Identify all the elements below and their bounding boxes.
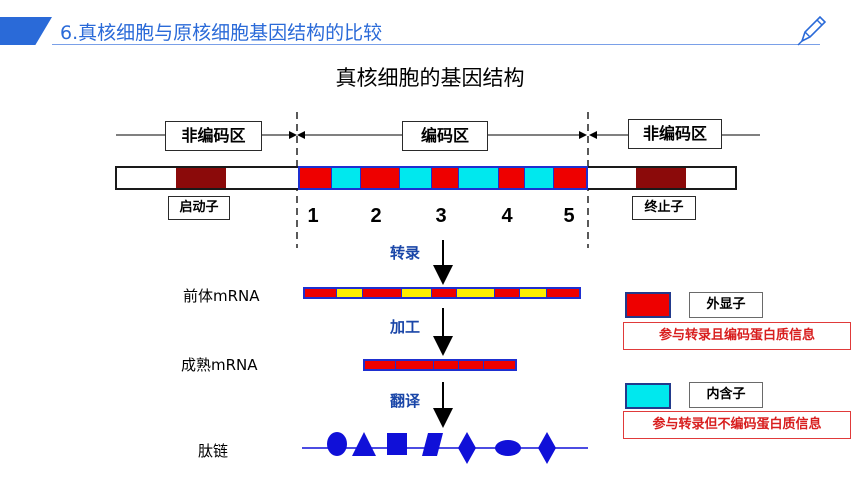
translation-label: 翻译 bbox=[390, 392, 421, 410]
intron-1 bbox=[332, 168, 361, 188]
exon-number-4: 4 bbox=[493, 203, 521, 229]
peptide-diamond bbox=[458, 432, 476, 464]
header-divider bbox=[52, 44, 820, 45]
mature-mrna-exon-2 bbox=[396, 361, 434, 369]
exon-2 bbox=[361, 168, 400, 188]
exon-4 bbox=[499, 168, 525, 188]
legend-exon-name: 外显子 bbox=[689, 292, 763, 318]
peptide-square bbox=[387, 433, 407, 455]
promoter-label: 启动子 bbox=[168, 196, 230, 220]
terminator-block bbox=[636, 168, 686, 188]
right-noncoding-label: 非编码区 bbox=[628, 119, 722, 149]
exon-number-5: 5 bbox=[555, 203, 583, 229]
peptide-label: 肽链 bbox=[198, 442, 229, 460]
pre-mrna-exon-2 bbox=[363, 289, 402, 297]
exon-number-2: 2 bbox=[362, 203, 390, 229]
pre-mrna-bar bbox=[303, 287, 581, 299]
coding-region-label: 编码区 bbox=[402, 121, 488, 151]
mature-mrna-exon-3 bbox=[434, 361, 459, 369]
pre-mrna-label: 前体mRNA bbox=[183, 287, 260, 305]
pre-mrna-exon-4 bbox=[495, 289, 520, 297]
exon-number-1: 1 bbox=[299, 203, 327, 229]
legend-intron-description: 参与转录但不编码蛋白质信息 bbox=[623, 411, 851, 439]
legend-intron-name: 内含子 bbox=[689, 382, 763, 408]
intron-2 bbox=[400, 168, 432, 188]
promoter-block bbox=[176, 168, 226, 188]
coding-segments bbox=[298, 166, 588, 190]
mature-mrna-label: 成熟mRNA bbox=[181, 356, 258, 374]
pre-mrna-exon-3 bbox=[432, 289, 457, 297]
exon-3 bbox=[432, 168, 459, 188]
left-noncoding-label: 非编码区 bbox=[165, 121, 262, 151]
pre-mrna-intron-4 bbox=[520, 289, 547, 297]
transcription-label: 转录 bbox=[390, 244, 421, 262]
peptide-triangle bbox=[352, 432, 376, 456]
peptide-parallelogram bbox=[422, 433, 443, 456]
legend-exon-swatch bbox=[625, 292, 671, 318]
legend-intron-swatch bbox=[625, 383, 671, 409]
pre-mrna-intron-1 bbox=[337, 289, 363, 297]
mature-mrna-exon-1 bbox=[365, 361, 396, 369]
peptide-circle bbox=[327, 432, 347, 456]
pre-mrna-exon-5 bbox=[547, 289, 579, 297]
pre-mrna-intron-3 bbox=[457, 289, 495, 297]
peptide-diamond-2 bbox=[538, 432, 556, 464]
mature-mrna-bar bbox=[363, 359, 517, 371]
mature-mrna-exon-5 bbox=[484, 361, 515, 369]
intron-4 bbox=[525, 168, 554, 188]
exon-1 bbox=[300, 168, 332, 188]
diagram-title: 真核细胞的基因结构 bbox=[335, 66, 525, 90]
slide-title: 6.真核细胞与原核细胞基因结构的比较 bbox=[60, 22, 383, 44]
terminator-label: 终止子 bbox=[632, 196, 696, 220]
intron-3 bbox=[459, 168, 499, 188]
processing-label: 加工 bbox=[390, 318, 421, 336]
legend-exon-description: 参与转录且编码蛋白质信息 bbox=[623, 322, 851, 350]
pre-mrna-intron-2 bbox=[402, 289, 432, 297]
pre-mrna-exon-1 bbox=[305, 289, 337, 297]
mature-mrna-exon-4 bbox=[459, 361, 484, 369]
peptide-oval bbox=[495, 440, 521, 456]
exon-number-3: 3 bbox=[427, 203, 455, 229]
pencil-icon bbox=[794, 14, 828, 48]
exon-5 bbox=[554, 168, 586, 188]
